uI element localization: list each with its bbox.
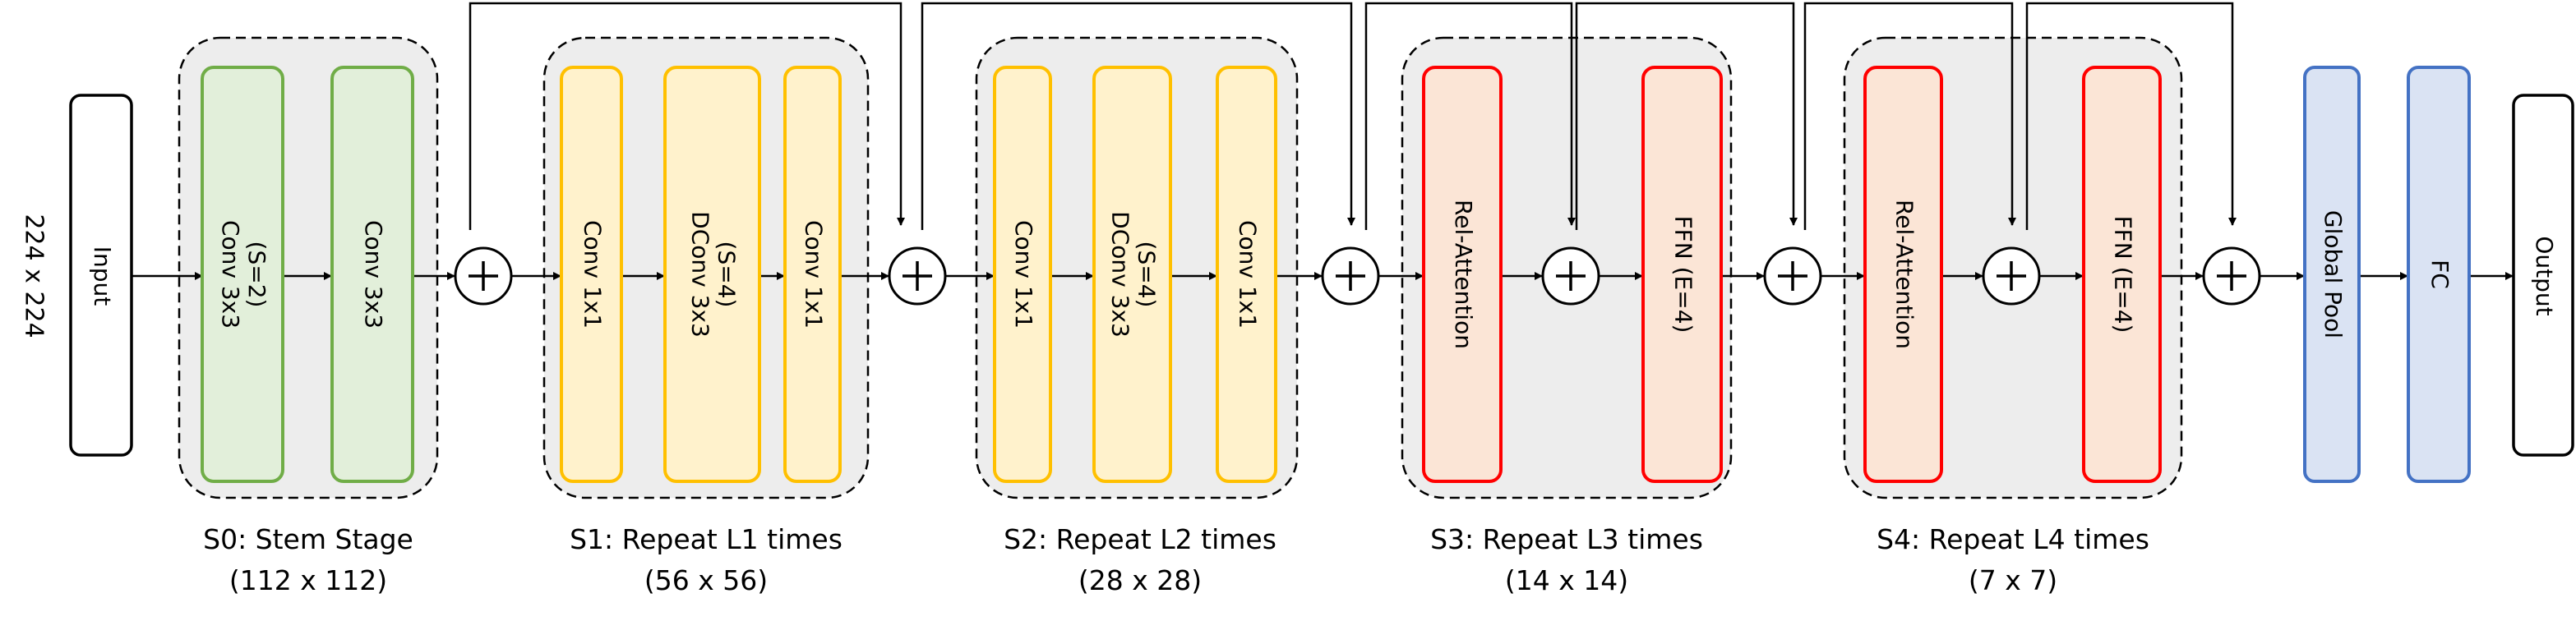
s4-ffn-label: FFN (E=4) xyxy=(2110,216,2137,334)
s1-conv1-label: Conv 1x1 xyxy=(579,220,607,329)
s1-dconv-3x3-block: DConv 3x3(S=4) xyxy=(663,66,761,483)
s3-attn-label: Rel-Attention xyxy=(1450,200,1477,349)
input-size-label: 224 x 224 xyxy=(20,214,48,338)
stage-s0-title: S0: Stem Stage xyxy=(203,523,413,555)
skip-s2 xyxy=(921,2,1355,230)
stem-conv1-label: Conv 3x3(S=2) xyxy=(217,220,270,329)
add-node-s3 xyxy=(1541,246,1600,306)
stem-conv-3x3-block: Conv 3x3 xyxy=(330,66,414,483)
skip-s1 xyxy=(469,2,905,230)
add-node-3 xyxy=(1321,246,1380,306)
skip-s3-ffn xyxy=(1575,2,1798,230)
add-node-1 xyxy=(454,246,513,306)
skip-s4-attn xyxy=(1803,2,2016,230)
stage-s3-title: S3: Repeat L3 times xyxy=(1430,523,1703,555)
add-node-5 xyxy=(2202,246,2261,306)
s4-attn-label: Rel-Attention xyxy=(1891,200,1918,349)
input-label: Input xyxy=(89,246,116,306)
stage-s0-size: (112 x 112) xyxy=(229,564,387,596)
output-block: Output xyxy=(2512,94,2574,457)
s1-conv-1x1-block: Conv 1x1 xyxy=(560,66,623,483)
s2-dconv-3x3-block: DConv 3x3(S=4) xyxy=(1092,66,1172,483)
global-pool-label: Global Pool xyxy=(2320,210,2347,338)
s4-ffn-block: FFN (E=4) xyxy=(2082,66,2162,483)
s1-dconv-label: DConv 3x3(S=4) xyxy=(687,211,741,338)
stem-conv-3x3-s2-block: Conv 3x3(S=2) xyxy=(201,66,284,483)
stage-s1-size: (56 x 56) xyxy=(644,564,768,596)
fc-block: FC xyxy=(2407,66,2471,483)
s2-conv2-label: Conv 1x1 xyxy=(1235,220,1262,329)
stage-s3-size: (14 x 14) xyxy=(1505,564,1628,596)
s4-rel-attention-block: Rel-Attention xyxy=(1863,66,1943,483)
s2-conv-1x1-block: Conv 1x1 xyxy=(993,66,1052,483)
s2-dconv-label: DConv 3x3(S=4) xyxy=(1107,211,1161,338)
fc-label: FC xyxy=(2426,260,2454,289)
add-node-s4 xyxy=(1982,246,2041,306)
stage-s4-size: (7 x 7) xyxy=(1969,564,2057,596)
output-label: Output xyxy=(2531,236,2558,315)
s1-conv-1x1-b-block: Conv 1x1 xyxy=(783,66,842,483)
s2-conv1-label: Conv 1x1 xyxy=(1010,220,1037,329)
stage-s2-size: (28 x 28) xyxy=(1078,564,1202,596)
s3-ffn-label: FFN (E=4) xyxy=(1670,216,1697,334)
s2-conv-1x1-b-block: Conv 1x1 xyxy=(1216,66,1277,483)
s3-rel-attention-block: Rel-Attention xyxy=(1422,66,1503,483)
stage-s1-title: S1: Repeat L1 times xyxy=(570,523,843,555)
input-block: Input xyxy=(69,94,133,457)
skip-s4-ffn xyxy=(2025,2,2237,230)
global-pool-block: Global Pool xyxy=(2303,66,2361,483)
stage-s4-title: S4: Repeat L4 times xyxy=(1877,523,2149,555)
add-node-4 xyxy=(1763,246,1822,306)
add-node-2 xyxy=(888,246,947,306)
s1-conv2-label: Conv 1x1 xyxy=(801,220,828,329)
s3-ffn-block: FFN (E=4) xyxy=(1641,66,1723,483)
skip-s3-attn xyxy=(1364,2,1576,230)
stage-s2-title: S2: Repeat L2 times xyxy=(1004,523,1276,555)
stem-conv2-label: Conv 3x3 xyxy=(360,220,387,329)
